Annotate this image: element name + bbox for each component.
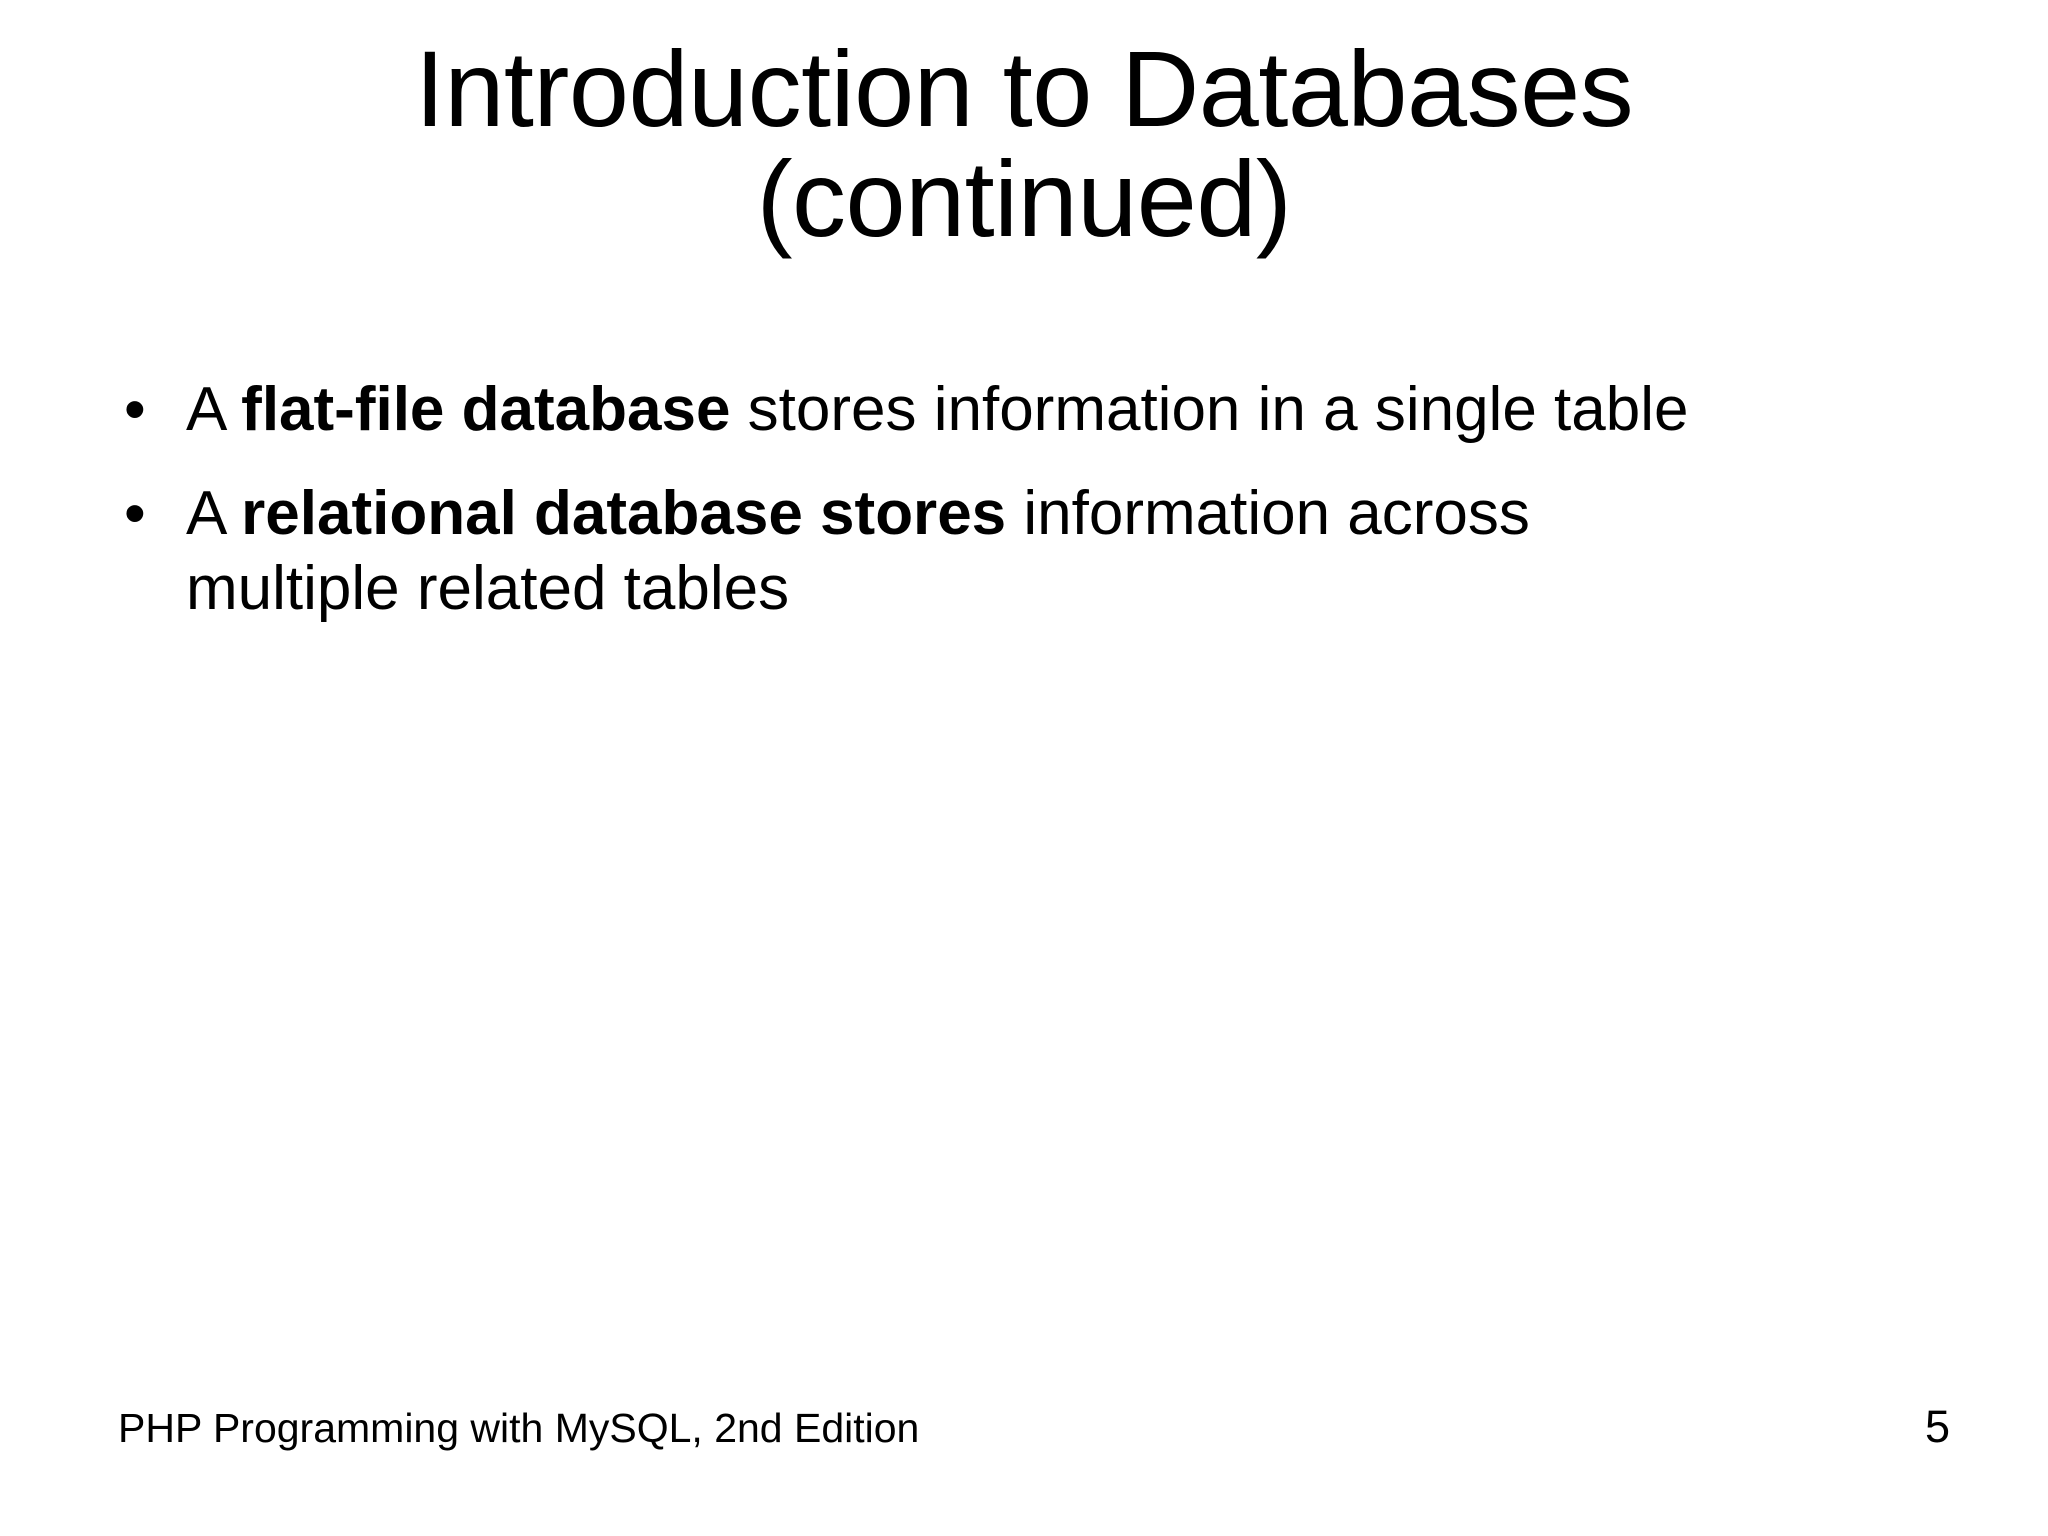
plain-text: information across multiple related tabl… xyxy=(186,478,1530,624)
slide-footer: PHP Programming with MySQL, 2nd Edition xyxy=(118,1405,920,1451)
plain-text: A xyxy=(186,375,242,444)
bullet-item-text: A flat-file database stores information … xyxy=(186,372,1701,448)
slide-title: Introduction to Databases (continued) xyxy=(120,28,1928,260)
slide-title-line-2: (continued) xyxy=(756,138,1292,260)
bullet-point-icon: • xyxy=(124,478,146,548)
plain-text: A xyxy=(186,478,242,548)
bullet-point-icon: • xyxy=(124,375,146,444)
slide-page-number: 5 xyxy=(1924,1401,1950,1452)
bullet-item: • A relational database stores informati… xyxy=(108,476,1948,627)
bullet-item: • A flat-file database stores informatio… xyxy=(108,372,1948,448)
slide-title-line-1: Introduction to Databases xyxy=(414,28,1634,149)
emphasis-text: flat-file database xyxy=(241,375,731,444)
slide-body: • A flat-file database stores informatio… xyxy=(108,372,1948,655)
plain-text: stores information in a single table xyxy=(730,375,1689,444)
emphasis-text: relational database stores xyxy=(241,478,1007,548)
bullet-item-text: A relational database stores information… xyxy=(186,476,1701,627)
